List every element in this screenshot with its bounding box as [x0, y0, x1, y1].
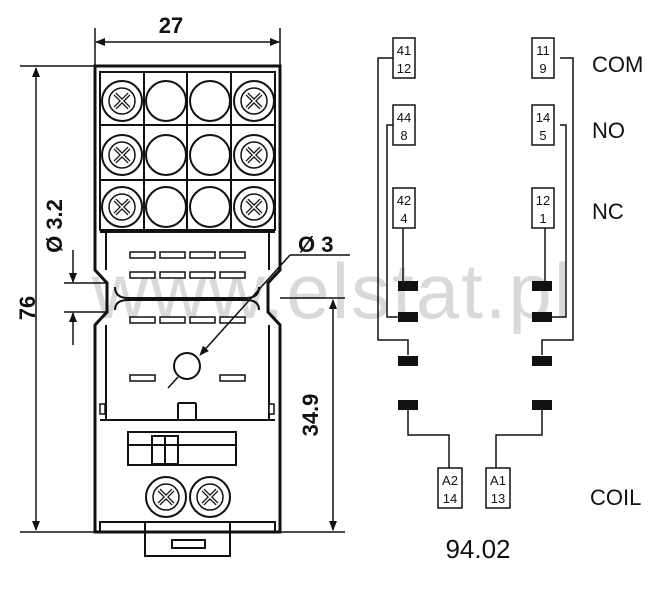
- label-no: NO: [592, 118, 625, 143]
- label-nc: NC: [592, 199, 624, 224]
- terminal-8: 8: [400, 128, 407, 143]
- terminal-13-coil: 13: [491, 491, 505, 506]
- dim-width: 27: [159, 13, 183, 38]
- dim-lower-height: 34.9: [298, 394, 323, 437]
- terminal-5: 5: [539, 128, 546, 143]
- terminal-a1: A1: [490, 473, 506, 488]
- wiring-lines: [377, 57, 574, 468]
- contact-labels: COM NO NC COIL 94.02: [445, 52, 643, 564]
- terminal-numbers: 41 12 44 8 42 4 11 9 14 5 12 1 A2 14 A1 …: [397, 43, 550, 506]
- dim-mount-hole: Ø 3: [298, 232, 333, 257]
- terminal-14-coil: 14: [443, 491, 457, 506]
- label-com: COM: [592, 52, 643, 77]
- terminal-1: 1: [539, 211, 546, 226]
- dim-height: 76: [15, 296, 40, 320]
- model-number: 94.02: [445, 534, 510, 564]
- terminal-41: 41: [397, 43, 411, 58]
- terminal-12-right: 12: [536, 193, 550, 208]
- contact-blocks: [398, 281, 552, 410]
- terminal-14: 14: [536, 110, 550, 125]
- terminal-4: 4: [400, 211, 407, 226]
- terminal-a2: A2: [442, 473, 458, 488]
- terminal-11: 11: [536, 43, 550, 58]
- terminal-12-left: 12: [397, 61, 411, 76]
- terminal-42: 42: [397, 193, 411, 208]
- label-coil: COIL: [590, 485, 641, 510]
- terminal-9: 9: [539, 61, 546, 76]
- terminal-boxes: [392, 37, 555, 509]
- dim-hole-spacing: Ø 3.2: [42, 199, 67, 253]
- dimension-lines: [20, 28, 350, 533]
- terminal-44: 44: [397, 110, 411, 125]
- socket-body: [93, 64, 282, 557]
- mount-hole: [173, 352, 201, 380]
